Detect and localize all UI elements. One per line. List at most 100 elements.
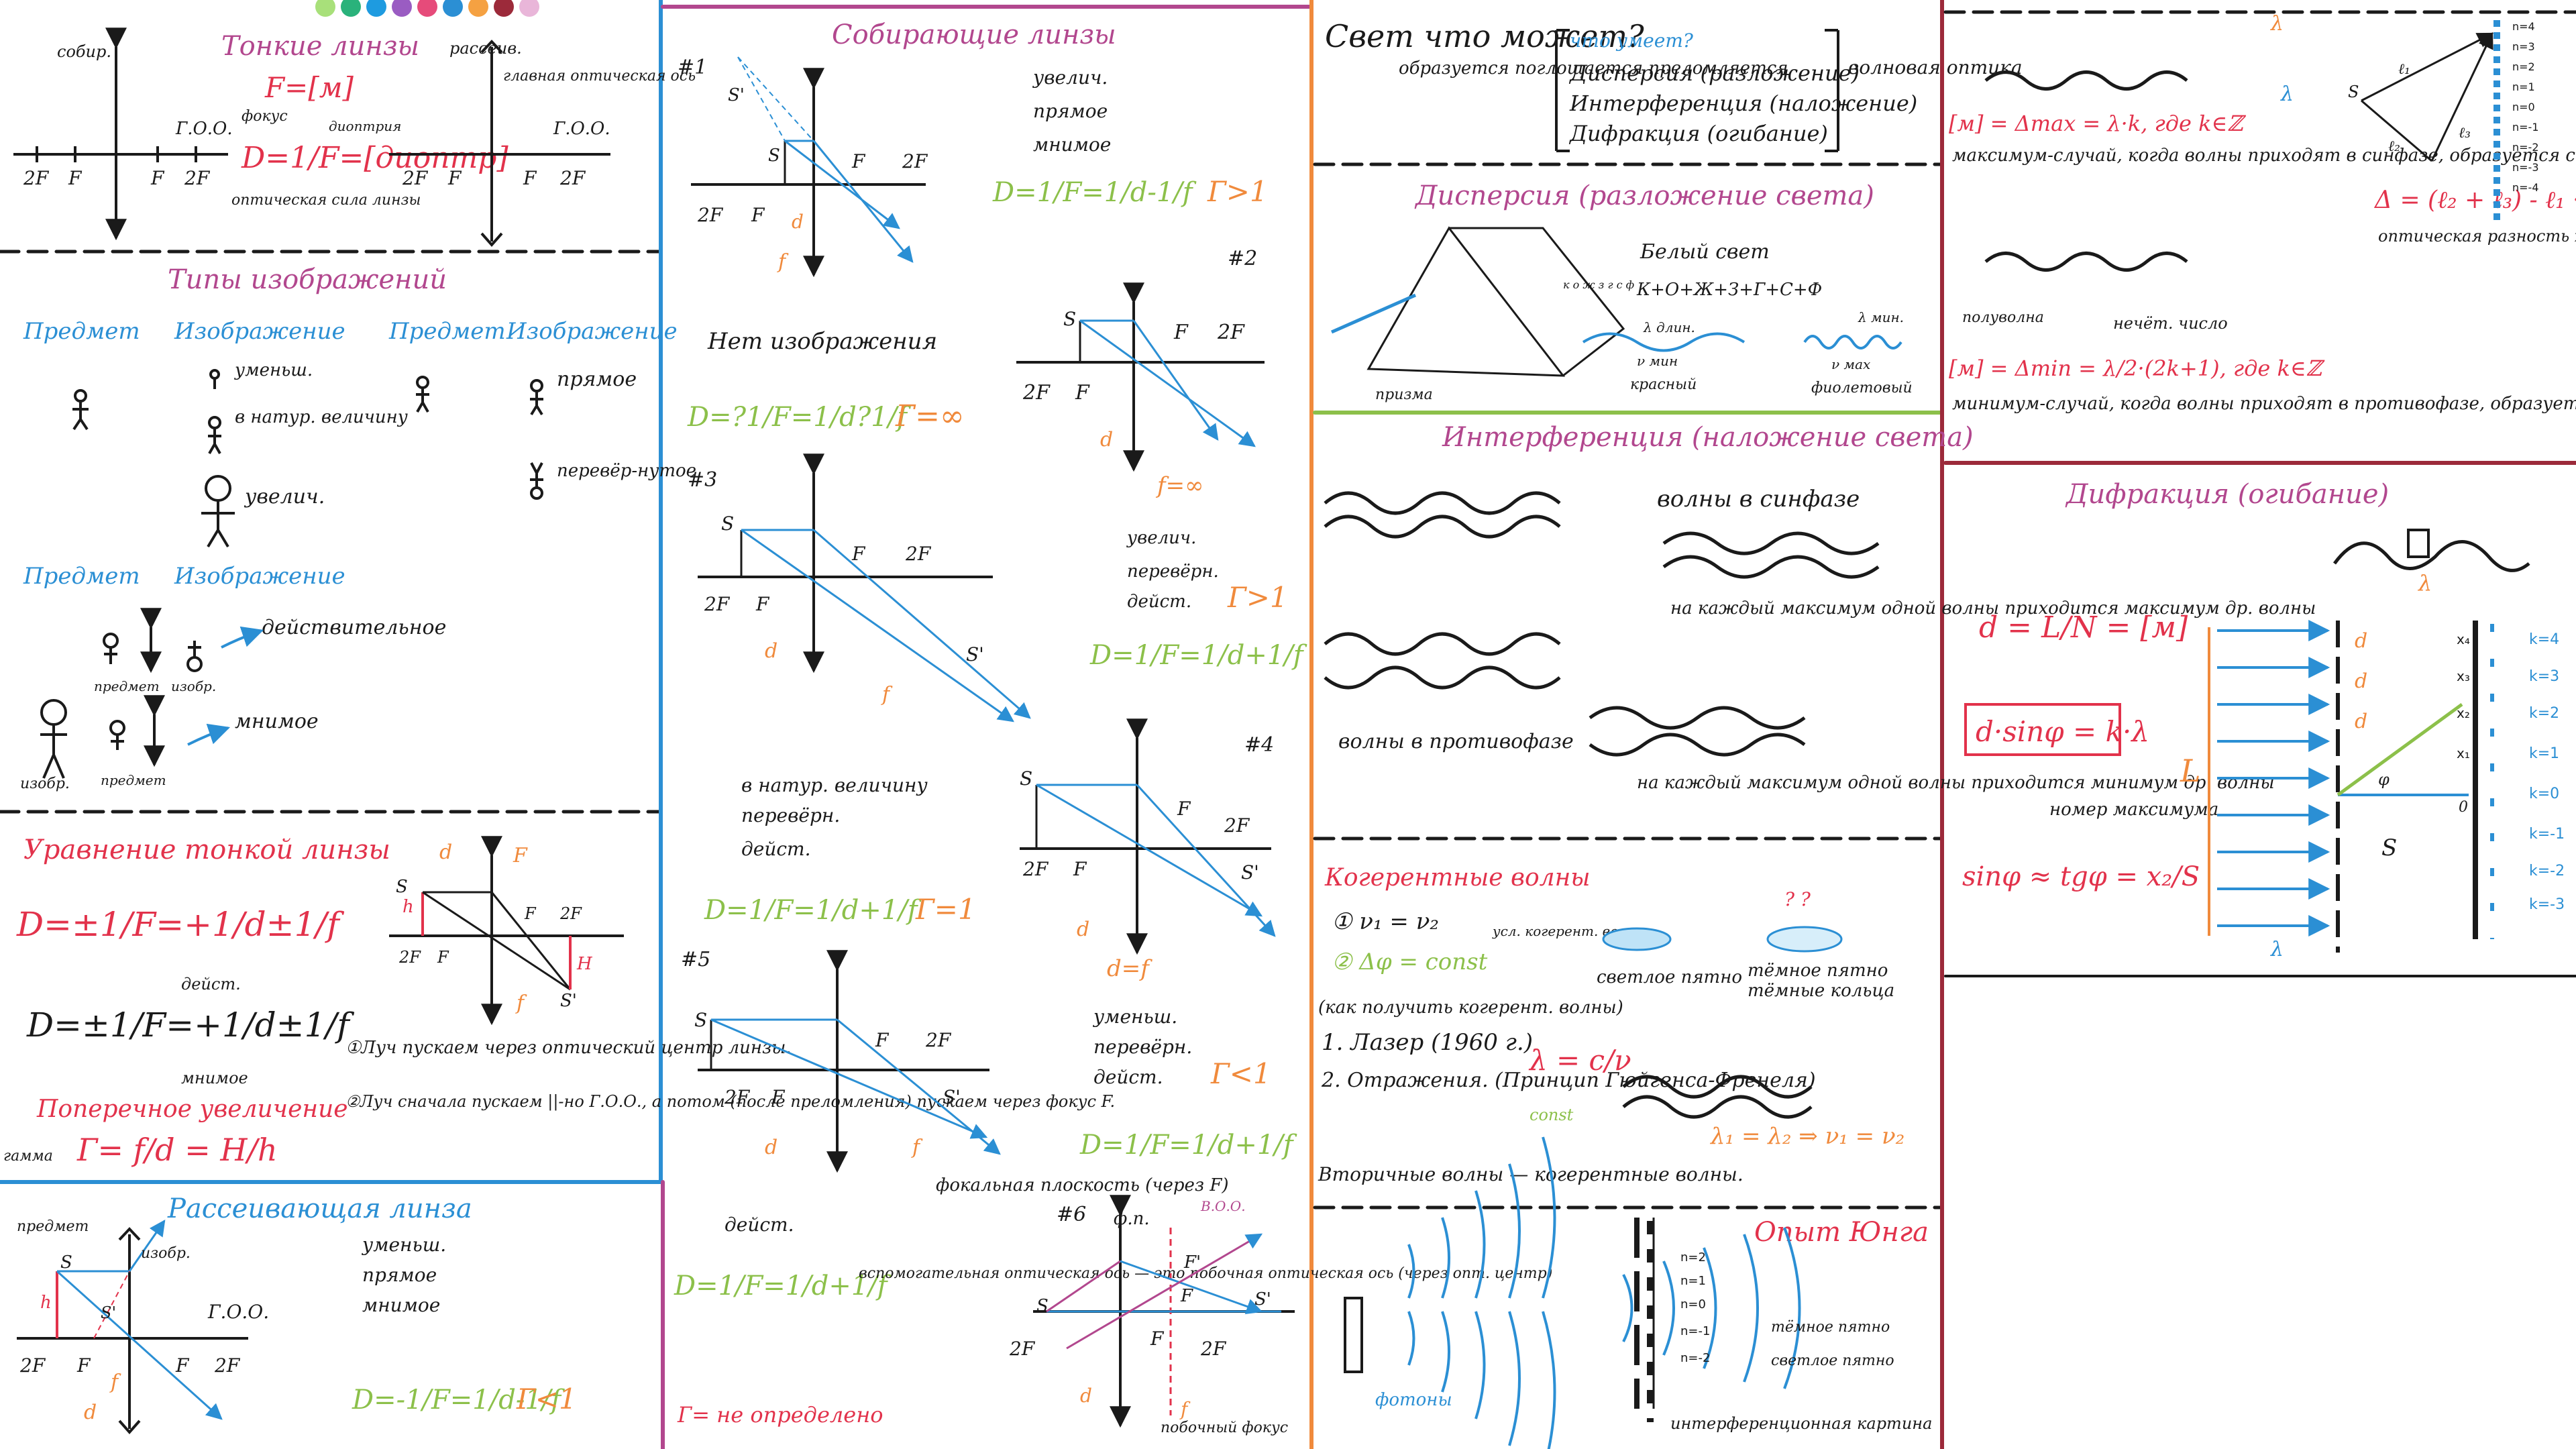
svg-text:② Δφ = const: ② Δφ = const: [1332, 949, 1488, 975]
svg-text:Поперечное увеличение: Поперечное увеличение: [36, 1095, 348, 1123]
svg-text:d: d: [2355, 669, 2367, 693]
color-swatch[interactable]: [519, 0, 539, 17]
svg-text:2F: 2F: [1022, 381, 1051, 405]
panel-interference: Интерференция (наложение света) волны в …: [1324, 422, 2316, 793]
svg-text:sinφ ≈ tgφ = x₂/S: sinφ ≈ tgφ = x₂/S: [1962, 861, 2200, 892]
svg-text:S': S': [1241, 861, 1259, 883]
svg-text:②Луч сначала пускаем ||-но Г.О: ②Луч сначала пускаем ||-но Г.О.О., а пот…: [345, 1092, 1115, 1112]
svg-text:мнимое: мнимое: [1033, 133, 1111, 156]
svg-text:x₁: x₁: [2457, 745, 2470, 761]
svg-text:k=-2: k=-2: [2529, 863, 2565, 879]
max-formula: [м] = Δmax = λ·k, где k∈ℤ: [1949, 111, 2246, 136]
svg-text:Дифракция (огибание): Дифракция (огибание): [1568, 121, 1828, 146]
svg-text:что умеет?: что умеет?: [1570, 30, 1694, 52]
svg-text:λ = c/ν: λ = c/ν: [1528, 1044, 1631, 1077]
svg-text:светлое пятно: светлое пятно: [1771, 1352, 1894, 1369]
svg-text:В.О.О.: В.О.О.: [1200, 1198, 1246, 1214]
svg-text:φ: φ: [2378, 770, 2390, 789]
svg-text:d: d: [1080, 1385, 1092, 1407]
svg-text:F: F: [175, 1354, 190, 1377]
svg-text:D=-1/F=1/d-1/f: D=-1/F=1/d-1/f: [352, 1385, 565, 1415]
color-swatch[interactable]: [494, 0, 514, 17]
svg-text:n=-4: n=-4: [2512, 181, 2539, 194]
svg-text:прямое: прямое: [1033, 100, 1108, 122]
svg-text:λ: λ: [2270, 938, 2284, 961]
svg-text:к о ж з г с ф: к о ж з г с ф: [1563, 278, 1634, 291]
svg-text:d: d: [765, 639, 777, 663]
color-swatch[interactable]: [392, 0, 412, 17]
svg-text:D=1/F=1/d+1/f: D=1/F=1/d+1/f: [1089, 640, 1307, 671]
svg-text:H: H: [576, 954, 593, 974]
magnification-formula: Г= f/d = H/h: [76, 1132, 278, 1168]
svg-text:изобр.: изобр.: [171, 678, 216, 694]
svg-text:на каждый максимум одной волны: на каждый максимум одной волны приходитс…: [1670, 598, 2316, 619]
svg-text:F: F: [447, 167, 462, 189]
svg-text:перевёр-нутое: перевёр-нутое: [557, 461, 696, 481]
panel-diverging-lens: Рассеивающая линза предмет изобр. S S' h…: [17, 1193, 577, 1435]
svg-text:S: S: [2381, 835, 2397, 861]
svg-text:Рассеивающая линза: Рассеивающая линза: [167, 1193, 472, 1224]
svg-text:номер максимума: номер максимума: [2049, 800, 2218, 820]
svg-text:Дифракция (огибание): Дифракция (огибание): [2065, 479, 2389, 510]
svg-text:? ?: ? ?: [1784, 888, 1811, 910]
svg-text:D=±1/F=+1/d±1/f: D=±1/F=+1/d±1/f: [26, 1006, 354, 1044]
svg-text:красный: красный: [1630, 376, 1697, 393]
svg-text:Нет изображения: Нет изображения: [707, 328, 937, 355]
svg-text:Дисперсия (разложение): Дисперсия (разложение): [1568, 60, 1860, 86]
svg-text:λ: λ: [2270, 12, 2284, 36]
svg-text:n=1: n=1: [2512, 80, 2535, 93]
svg-text:тёмное пятно: тёмное пятно: [1748, 961, 1888, 981]
svg-text:призма: призма: [1375, 386, 1433, 403]
svg-text:2F: 2F: [925, 1029, 952, 1051]
svg-text:фокальная плоскость (через F): фокальная плоскость (через F): [936, 1175, 1229, 1195]
svg-text:2F: 2F: [1009, 1338, 1036, 1360]
svg-text:действительное: действительное: [262, 616, 446, 639]
svg-text:S: S: [2348, 83, 2359, 101]
svg-text:Типы изображений: Типы изображений: [168, 264, 447, 295]
color-swatch[interactable]: [315, 0, 335, 17]
svg-text:волны в противофазе: волны в противофазе: [1338, 730, 1574, 753]
svg-text:f: f: [515, 991, 527, 1015]
svg-text:Предмет: Предмет: [388, 318, 506, 345]
svg-text:Г<1: Г<1: [516, 1383, 577, 1415]
svg-text:k=0: k=0: [2529, 786, 2559, 802]
panel-thin-lens: Тонкие линзы собир. рассеив. 2F F F 2F Г…: [13, 28, 696, 248]
svg-text:n=2: n=2: [1680, 1250, 1706, 1265]
svg-text:S': S': [728, 85, 745, 105]
svg-text:уменьш.: уменьш.: [1092, 1006, 1177, 1028]
color-toolbar[interactable]: [315, 0, 539, 17]
svg-text:d: d: [84, 1401, 97, 1424]
svg-text:k=1: k=1: [2529, 745, 2559, 762]
panel-young: Опыт Юнга n=2 n=1 n=0 n=-1 n=-2 тёмное п…: [1344, 1136, 1932, 1449]
svg-text:n=-2: n=-2: [2512, 141, 2539, 154]
color-swatch[interactable]: [417, 0, 437, 17]
svg-text:в натур. величину: в натур. величину: [741, 774, 928, 796]
svg-text:Дисперсия (разложение света): Дисперсия (разложение света): [1414, 180, 1874, 211]
color-swatch[interactable]: [366, 0, 386, 17]
svg-text:гамма: гамма: [3, 1148, 53, 1165]
svg-text:оптическая сила линзы: оптическая сила линзы: [231, 192, 421, 209]
svg-text:#1: #1: [678, 56, 707, 79]
svg-text:①Луч пускаем через оптический: ①Луч пускаем через оптический центр линз…: [345, 1038, 792, 1058]
svg-text:2F: 2F: [697, 204, 724, 226]
svg-text:d: d: [792, 211, 804, 233]
svg-text:D=1/F=1/d+1/f: D=1/F=1/d+1/f: [1079, 1130, 1297, 1161]
panel-max-min: λ λ [м] = Δmax = λ·k, где k∈ℤ максимум-с…: [1949, 12, 2576, 414]
svg-text:оптическая разность хода, т.е.: оптическая разность хода, т.е. на скольк…: [2378, 227, 2576, 246]
svg-text:ℓ₁: ℓ₁: [2398, 61, 2410, 78]
grating-period: d = L/N = [м]: [1979, 610, 2188, 645]
svg-text:предмет: предмет: [94, 678, 160, 694]
color-swatch[interactable]: [468, 0, 488, 17]
svg-text:Г=1: Г=1: [915, 893, 976, 926]
svg-text:k=4: k=4: [2529, 631, 2559, 648]
panel-diffraction: Дифракция (огибание) λ d = L/N = [м] d·s…: [1962, 479, 2565, 961]
svg-text:Предмет: Предмет: [23, 318, 140, 345]
panel-lens-equation: Уравнение тонкой линзы D=±1/F=+1/d±1/f D…: [3, 835, 1115, 1168]
svg-text:Г<1: Г<1: [1210, 1057, 1271, 1090]
svg-text:S: S: [1020, 767, 1032, 790]
color-swatch[interactable]: [341, 0, 361, 17]
svg-text:Вторичные волны — когерентные: Вторичные волны — когерентные волны.: [1318, 1163, 1743, 1185]
color-swatch[interactable]: [443, 0, 463, 17]
svg-text:Г.О.О.: Г.О.О.: [207, 1301, 269, 1323]
